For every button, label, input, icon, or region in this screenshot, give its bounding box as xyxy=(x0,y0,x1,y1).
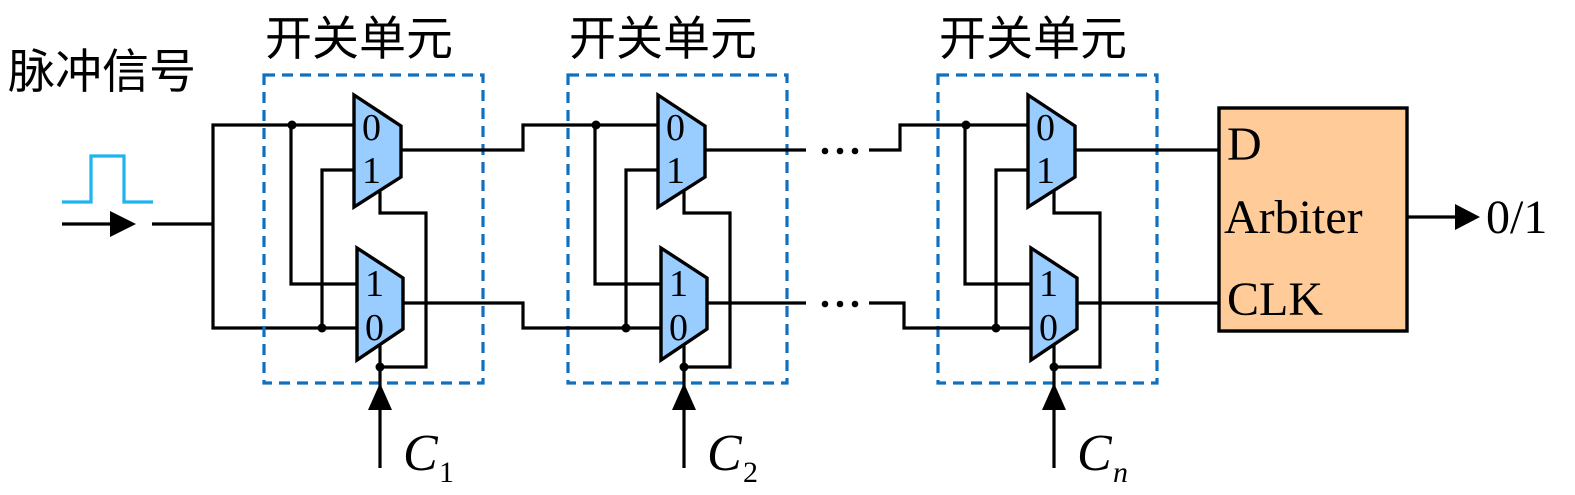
cross-wire-bottom-to-top xyxy=(320,168,354,328)
control-bit-subscript: 1 xyxy=(439,456,454,489)
switch-unit-title: 开关单元 xyxy=(939,12,1127,67)
switch-unit-border xyxy=(936,73,1159,385)
bottom-mux-input-label: 1 xyxy=(1039,263,1058,305)
arbiter-name-label: Arbiter xyxy=(1224,191,1363,244)
control-bit-subscript: n xyxy=(1113,456,1128,489)
top-path-wire-1-2 xyxy=(401,123,658,152)
control-arrowhead-icon xyxy=(672,383,696,410)
switch-unit-border xyxy=(262,73,485,385)
bottom-mux-input-label: 0 xyxy=(365,307,384,349)
bottom-path-wire-to-n xyxy=(869,301,1031,330)
junction-dot xyxy=(679,362,689,372)
bottom-mux-input-label: 1 xyxy=(365,263,384,305)
top-path-wire-to-n xyxy=(869,123,1028,152)
control-bit-label: C xyxy=(707,425,743,482)
top-mux-input-label: 0 xyxy=(362,107,381,149)
top-mux-input-label: 0 xyxy=(1036,107,1055,149)
cross-wire-bottom-to-top xyxy=(994,168,1028,328)
control-arrowhead-icon xyxy=(1042,383,1066,410)
bottom-mux-input-label: 0 xyxy=(1039,307,1058,349)
bottom-multiplexer xyxy=(355,244,405,364)
cross-wire-top-to-bottom xyxy=(593,125,661,286)
switch-unit-border xyxy=(566,73,789,385)
pulse-signal-label: 脉冲信号 xyxy=(8,45,196,100)
cross-wire-top-to-bottom xyxy=(289,125,357,286)
cross-wire-top-to-bottom xyxy=(963,125,1031,286)
bottom-ellipsis xyxy=(821,300,859,308)
bottom-multiplexer xyxy=(659,244,709,364)
select-line-top xyxy=(682,190,732,369)
top-mux-input-label: 1 xyxy=(362,150,381,192)
select-line-top xyxy=(378,190,428,369)
junction-dot xyxy=(287,120,297,130)
control-bit-label: C xyxy=(403,425,439,482)
arbiter-block xyxy=(1217,106,1409,333)
control-bit-label: C xyxy=(1077,425,1113,482)
select-line-top xyxy=(1052,190,1102,369)
output-arrowhead-icon xyxy=(1455,204,1480,230)
top-multiplexer xyxy=(352,91,403,211)
output-value-label: 0/1 xyxy=(1486,191,1547,244)
bottom-mux-input-label: 1 xyxy=(669,263,688,305)
top-ellipsis xyxy=(821,147,859,155)
junction-dot xyxy=(1049,362,1059,372)
bottom-path-wire-1-2 xyxy=(403,301,661,330)
input-fanout-bus xyxy=(211,123,357,330)
top-mux-input-label: 1 xyxy=(666,150,685,192)
input-arrowhead-icon xyxy=(110,211,136,237)
control-bit-subscript: 2 xyxy=(743,456,758,489)
bottom-multiplexer xyxy=(1029,244,1079,364)
cross-wire-bottom-to-top xyxy=(624,168,658,328)
top-multiplexer xyxy=(1026,91,1077,211)
top-mux-input-label: 1 xyxy=(1036,150,1055,192)
control-arrowhead-icon xyxy=(368,383,392,410)
junction-dot xyxy=(317,323,327,333)
pulse-waveform-icon xyxy=(62,154,153,204)
top-multiplexer xyxy=(656,91,707,211)
arbiter-input-d-label: D xyxy=(1227,118,1262,171)
top-mux-input-label: 0 xyxy=(666,107,685,149)
switch-unit-title: 开关单元 xyxy=(265,12,453,67)
bottom-mux-input-label: 0 xyxy=(669,307,688,349)
arbiter-input-clk-label: CLK xyxy=(1227,273,1323,326)
switch-unit-title: 开关单元 xyxy=(569,12,757,67)
junction-dot xyxy=(375,362,385,372)
